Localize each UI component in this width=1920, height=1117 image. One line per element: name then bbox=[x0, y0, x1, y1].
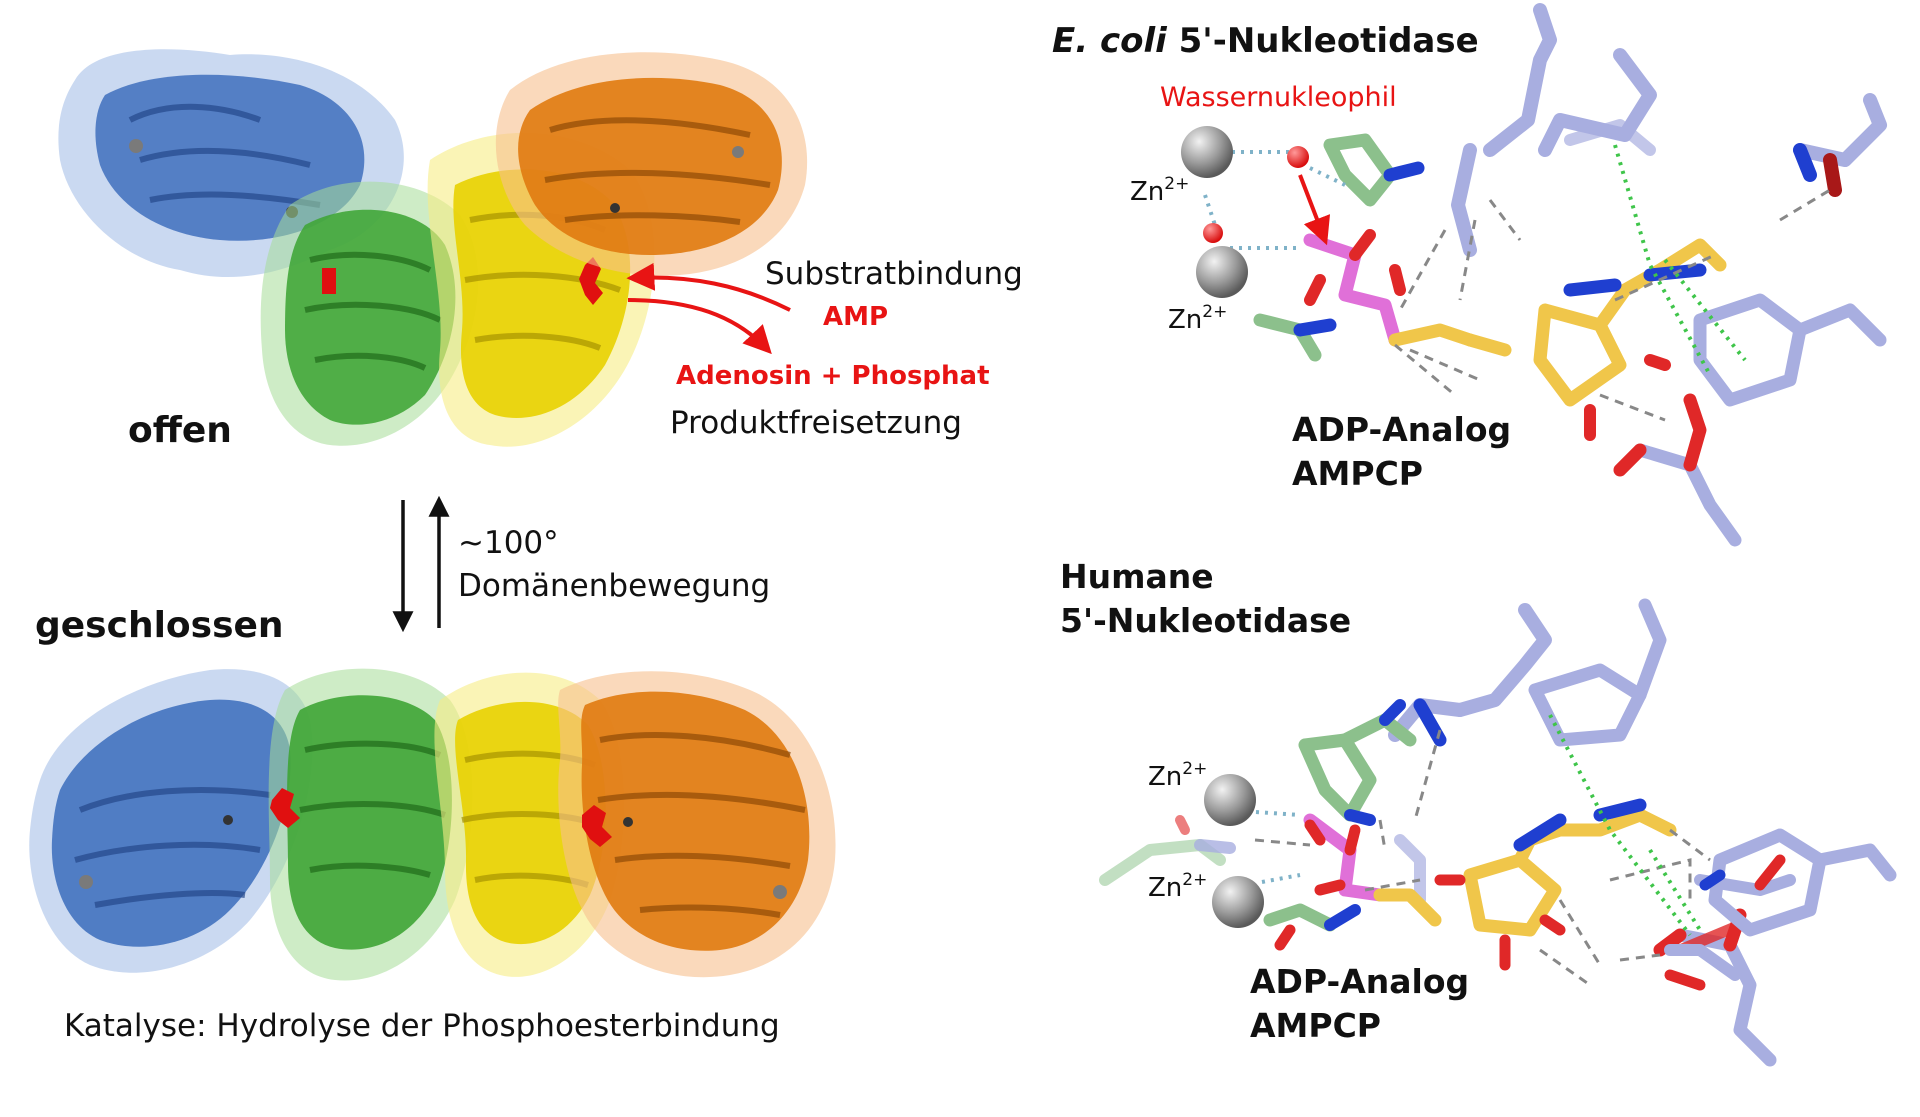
ecoli-title: E. coli 5'-Nukleotidase bbox=[1052, 21, 1479, 61]
substrate-binding-arrow bbox=[626, 262, 791, 312]
human-zn-label-1: Zn2+ bbox=[1148, 759, 1207, 792]
label-product-release: Produktfreisetzung bbox=[670, 405, 962, 441]
ecoli-residue-sticks bbox=[1451, 3, 1887, 547]
human-title-line1: Humane bbox=[1060, 557, 1214, 596]
ecoli-panel: E. coli 5'-Nukleotidase Wassernukleophil bbox=[1052, 3, 1887, 547]
product-release-arrow bbox=[627, 298, 772, 355]
human-ligand-ampcp bbox=[1303, 798, 1677, 971]
label-state-open: offen bbox=[128, 410, 232, 451]
ecoli-zinc-1 bbox=[1181, 126, 1233, 178]
domain-green-closed bbox=[268, 668, 473, 981]
human-zinc-1 bbox=[1204, 774, 1256, 826]
protein-closed bbox=[29, 668, 836, 981]
ecoli-nucleophile-label: Wassernukleophil bbox=[1160, 82, 1397, 113]
label-angle: ~100° bbox=[458, 525, 559, 561]
ecoli-nucleophile-arrow bbox=[1298, 174, 1331, 246]
label-substrate-binding: Substratbindung bbox=[765, 256, 1023, 292]
ecoli-green-residue bbox=[1253, 133, 1425, 362]
ecoli-interactions bbox=[1203, 144, 1831, 422]
protein-open bbox=[58, 49, 808, 447]
domain-blue-closed bbox=[29, 669, 313, 973]
domain-green-open bbox=[260, 181, 479, 446]
human-green-residue bbox=[1263, 699, 1417, 951]
ecoli-ligand-ampcp bbox=[1303, 229, 1727, 441]
label-state-closed: geschlossen bbox=[35, 605, 284, 646]
ecoli-zn-label-2: Zn2+ bbox=[1168, 302, 1227, 335]
label-products: Adenosin + Phosphat bbox=[676, 361, 990, 391]
human-zn-label-2: Zn2+ bbox=[1148, 870, 1207, 903]
ecoli-water-2 bbox=[1203, 223, 1223, 243]
human-title-line2: 5'-Nukleotidase bbox=[1060, 601, 1351, 640]
binding-arrows bbox=[626, 262, 791, 355]
ecoli-zinc-2 bbox=[1196, 246, 1248, 298]
domain-orange-closed bbox=[558, 671, 836, 978]
ecoli-water-1 bbox=[1287, 146, 1309, 168]
domain-orange-open bbox=[495, 52, 808, 276]
human-ligand-label-1: ADP-Analog bbox=[1250, 962, 1469, 1001]
ecoli-zn-label-1: Zn2+ bbox=[1130, 174, 1189, 207]
label-domain-motion: Domänenbewegung bbox=[458, 568, 770, 604]
ecoli-ligand-label-1: ADP-Analog bbox=[1292, 410, 1511, 449]
label-amp: AMP bbox=[823, 302, 888, 332]
human-panel: Humane 5'-Nukleotidase bbox=[1060, 557, 1897, 1067]
label-catalysis: Katalyse: Hydrolyse der Phosphoesterbind… bbox=[64, 1008, 780, 1044]
human-interactions bbox=[1254, 714, 1711, 987]
human-ligand-label-2: AMPCP bbox=[1250, 1006, 1381, 1045]
domain-blue-open bbox=[58, 49, 404, 278]
domain-motion-arrows bbox=[392, 495, 450, 633]
human-residue-sticks bbox=[1099, 598, 1897, 1067]
ecoli-ligand-label-2: AMPCP bbox=[1292, 454, 1423, 493]
human-zinc-2 bbox=[1212, 876, 1264, 928]
